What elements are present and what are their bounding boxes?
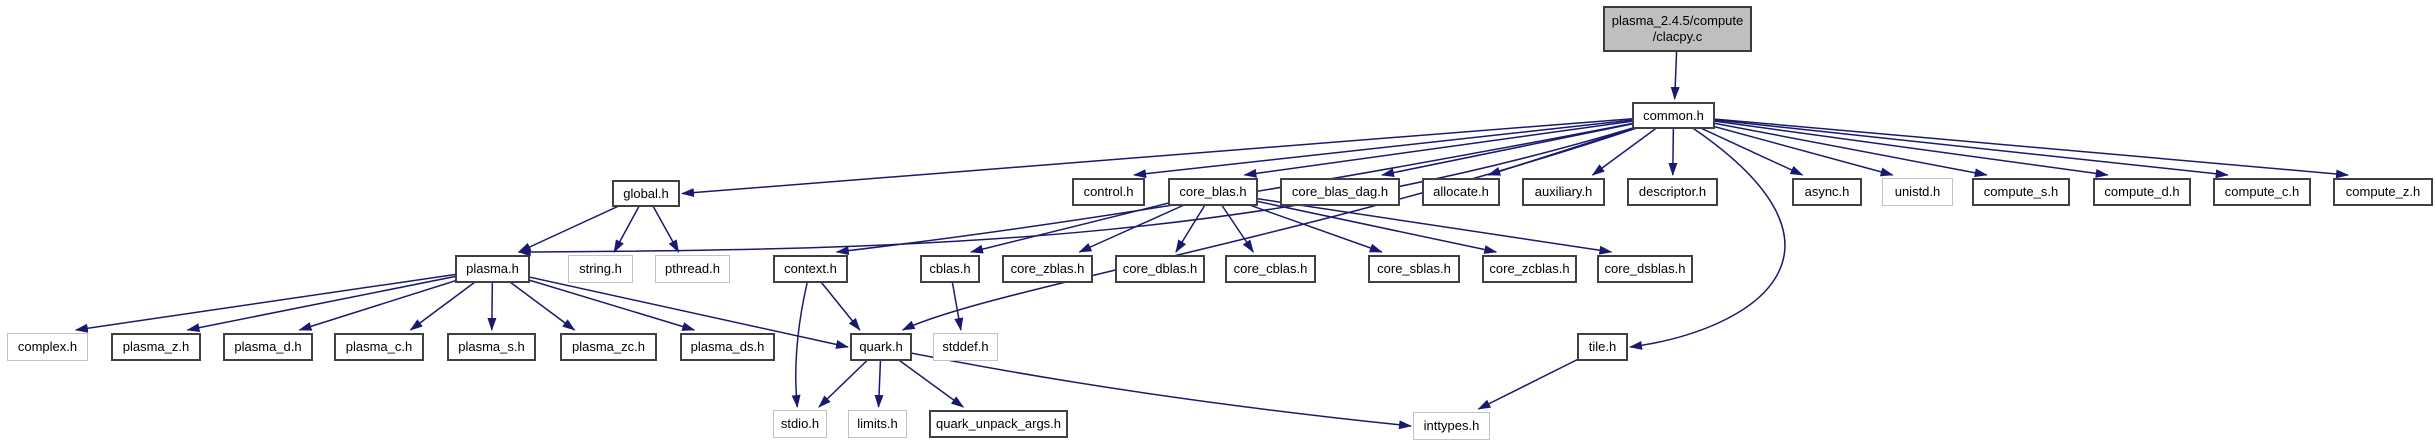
node-inttypes: inttypes.h [1413,412,1490,440]
node-global[interactable]: global.h [612,180,680,207]
node-async[interactable]: async.h [1792,178,1862,206]
node-plasma_ds[interactable]: plasma_ds.h [680,333,775,361]
node-pthread: pthread.h [655,255,730,283]
node-descriptor[interactable]: descriptor.h [1627,178,1718,206]
node-unistd: unistd.h [1882,178,1953,206]
edge-common-quark [901,114,1674,331]
node-plasma_s[interactable]: plasma_s.h [447,333,536,361]
node-quark[interactable]: quark.h [850,333,912,361]
node-core_zcblas[interactable]: core_zcblas.h [1482,255,1577,283]
node-compute_d[interactable]: compute_d.h [2093,178,2191,206]
edge-common-plasma [517,114,1674,257]
node-core_zblas[interactable]: core_zblas.h [1002,255,1093,283]
node-string: string.h [568,255,633,283]
node-plasma_z[interactable]: plasma_z.h [111,333,201,361]
node-core_blas[interactable]: core_blas.h [1168,178,1258,206]
node-core_blas_dag[interactable]: core_blas_dag.h [1280,178,1400,206]
edge-common-compute_c [1673,114,2229,179]
node-core_dsblas[interactable]: core_dsblas.h [1597,255,1693,283]
edge-core_blas-core_zcblas [1212,191,1498,254]
edge-common-compute_z [1673,114,2349,179]
node-auxiliary[interactable]: auxiliary.h [1522,178,1605,206]
node-stddef: stddef.h [933,333,998,361]
node-common[interactable]: common.h [1632,102,1715,129]
node-plasma[interactable]: plasma.h [455,255,530,283]
node-tile[interactable]: tile.h [1577,333,1628,361]
node-plasma_c[interactable]: plasma_c.h [334,333,424,361]
node-core_sblas[interactable]: core_sblas.h [1368,255,1460,283]
node-compute_s[interactable]: compute_s.h [1972,178,2070,206]
edge-common-core_blas [1243,114,1674,178]
node-plasma_d[interactable]: plasma_d.h [223,333,313,361]
node-plasma_zc[interactable]: plasma_zc.h [560,333,657,361]
edge-common-tile [1629,114,1786,350]
node-context[interactable]: context.h [773,255,848,283]
edge-common-global [681,114,1674,198]
node-complex: complex.h [7,333,88,361]
edge-core_blas-core_dsblas [1212,191,1613,255]
node-core_cblas[interactable]: core_cblas.h [1225,255,1316,283]
node-stdio: stdio.h [773,410,827,438]
node-control[interactable]: control.h [1072,178,1145,206]
node-allocate[interactable]: allocate.h [1422,178,1500,206]
edge-common-compute_d [1673,114,2109,178]
node-compute_c[interactable]: compute_c.h [2213,178,2311,206]
node-compute_z[interactable]: compute_z.h [2333,178,2433,206]
edge-common-control [1133,114,1674,179]
node-clacpy[interactable]: plasma_2.4.5/compute /clacpy.c [1603,6,1752,52]
node-core_dblas[interactable]: core_dblas.h [1115,255,1205,283]
edge-plasma-plasma_z [186,268,493,333]
edge-plasma-quark [492,268,849,349]
edge-context-stdio [791,268,812,408]
node-cblas[interactable]: cblas.h [920,255,980,283]
node-limits: limits.h [848,410,907,438]
node-quark_unpack_args[interactable]: quark_unpack_args.h [929,410,1068,438]
edge-common-compute_s [1673,114,1988,178]
edge-plasma-complex [74,268,493,333]
